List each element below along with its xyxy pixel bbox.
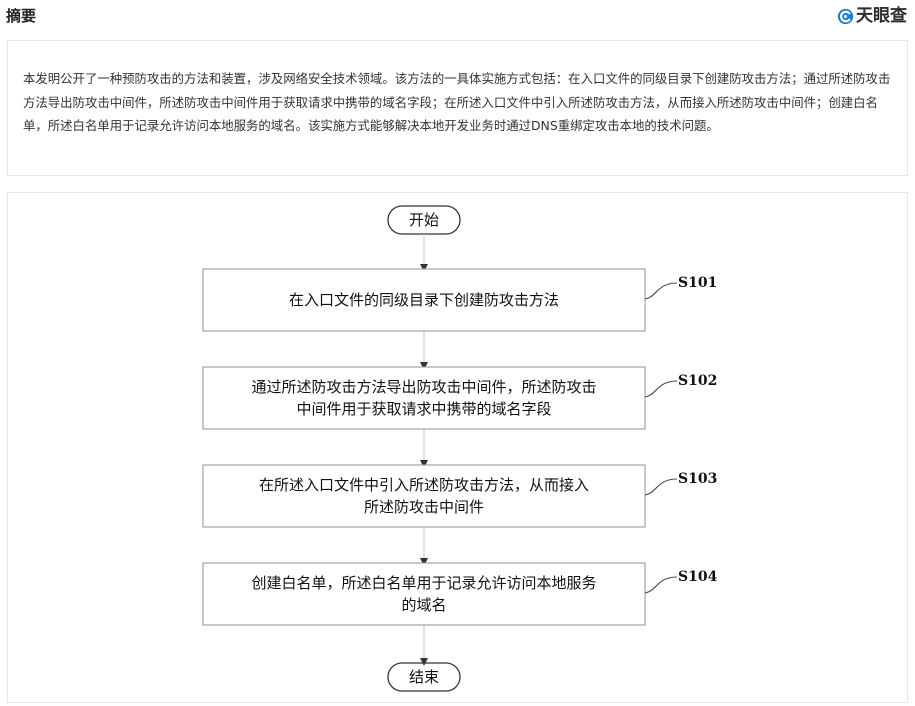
step-label-connector (644, 380, 678, 398)
brand-logo[interactable]: 天眼查 (837, 4, 907, 28)
step-label-s104: S104 (678, 569, 718, 585)
abstract-panel: 本发明公开了一种预防攻击的方法和装置，涉及网络安全技术领域。该方法的一具体实施方… (7, 40, 908, 176)
step-text-s104: 的域名 (401, 596, 446, 614)
tianyancha-logo-icon (837, 8, 854, 24)
figure-panel: 开始结束 在入口文件的同级目录下创建防攻击方法 S101 通过所述防攻击方法导出防攻击… (7, 192, 908, 703)
section-header: 摘要 天眼查 (0, 0, 915, 32)
abstract-text: 本发明公开了一种预防攻击的方法和装置，涉及网络安全技术领域。该方法的一具体实施方… (23, 71, 891, 133)
step-label-connector (644, 576, 678, 594)
step-text-s104: 创建白名单，所述白名单用于记录允许访问本地服务 (251, 574, 596, 592)
step-text-s102: 中间件用于获取请求中携带的域名字段 (296, 400, 551, 418)
start-label: 开始 (409, 211, 439, 229)
step-box-s101 (202, 268, 646, 332)
step-label-s103: S103 (678, 471, 717, 487)
step-text-s103: 在所述入口文件中引入所述防攻击方法，从而接入 (259, 476, 589, 494)
step-box-s104 (202, 562, 646, 626)
step-box-s102 (202, 366, 646, 430)
section-title: 摘要 (6, 7, 37, 25)
end-label: 结束 (409, 668, 439, 686)
step-text-s103: 所述防攻击中间件 (364, 498, 484, 516)
step-label-s102: S102 (678, 373, 717, 389)
step-box-s103 (202, 464, 646, 528)
brand-name: 天眼查 (856, 6, 907, 26)
step-label-connector (644, 282, 678, 300)
step-text-s102: 通过所述防攻击方法导出防攻击中间件，所述防攻击 (251, 378, 596, 396)
step-label-connector (644, 478, 678, 496)
step-label-s101: S101 (678, 275, 717, 291)
step-text-s101: 在入口文件的同级目录下创建防攻击方法 (289, 291, 559, 309)
